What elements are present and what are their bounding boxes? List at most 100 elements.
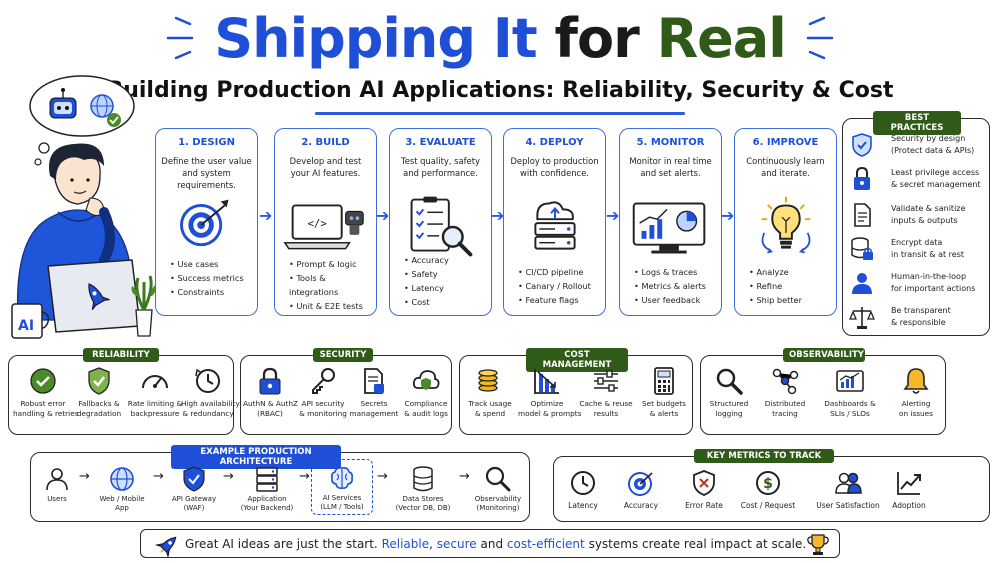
- architecture-panel: EXAMPLE PRODUCTION ARCHITECTURE Users → …: [30, 445, 530, 522]
- developer-illustration: [11, 75, 157, 339]
- architecture-line1: Web / Mobile: [99, 495, 145, 503]
- step-list-item: Ship better: [749, 293, 802, 307]
- step-description: Define the user value and system require…: [161, 156, 252, 190]
- subtitle: Building Production AI Applications: Rel…: [106, 78, 894, 103]
- architecture-line1: Users: [47, 495, 67, 503]
- architecture-line1: Data Stores: [402, 495, 444, 503]
- metric-label: Error Rate: [685, 501, 723, 510]
- observability-item: Alerting on issues: [887, 366, 945, 419]
- step-list-item: Canary / Rollout: [518, 279, 590, 293]
- observability-line2: tracing: [772, 409, 798, 418]
- architecture-node: Users: [37, 465, 77, 504]
- security-line2: (RBAC): [257, 409, 283, 418]
- checklist-icon: [410, 196, 473, 257]
- metric-item: Adoption: [884, 469, 934, 510]
- page-title: Shipping It for Real: [0, 4, 1000, 74]
- sliders-icon: [594, 370, 618, 392]
- step-list-item: Analyze: [749, 265, 802, 279]
- arrow-right-icon: ➔: [259, 206, 273, 225]
- best-practice-line1: Least privilege access: [891, 168, 980, 177]
- step-list-item: Unit & E2E tests: [289, 299, 376, 313]
- thought-cloud-icon: [29, 75, 135, 166]
- dashboard-icon: [632, 202, 706, 254]
- magnifier-icon: [485, 466, 511, 492]
- step-list-item: Logs & traces: [634, 265, 706, 279]
- architecture-node: API Gateway (WAF): [165, 465, 223, 513]
- shield-icon: [183, 466, 205, 492]
- step-description: Continuously learn and iterate.: [746, 156, 825, 178]
- reliability-panel: RELIABILITY Robust error handling & retr…: [8, 348, 240, 435]
- shield-check-icon: [88, 367, 110, 395]
- calculator-icon: [654, 367, 674, 395]
- cost-line1: Cache & reuse: [579, 399, 633, 408]
- svg-text:$: $: [763, 476, 773, 492]
- best-practice-item: Least privilege access & secret managemen…: [847, 165, 987, 195]
- architecture-node: Data Stores (Vector DB, DB): [391, 465, 455, 513]
- step-title: 1. DESIGN: [178, 137, 235, 148]
- architecture-line2: (WAF): [183, 504, 205, 512]
- best-practice-item: Be transparent& responsible: [847, 303, 987, 333]
- best-practice-item: Security by design(Protect data & APIs): [847, 131, 987, 161]
- rocket-icon: [155, 536, 177, 558]
- arrow-right-icon: →: [223, 469, 234, 484]
- observability-panel: OBSERVABILITY Structured logging Distrib…: [700, 348, 946, 435]
- cost-item: Set budgets & alerts: [636, 366, 692, 419]
- users-icon: [835, 472, 862, 494]
- dashboard-chart-icon: [836, 370, 864, 392]
- metric-item: User Satisfaction: [808, 469, 888, 510]
- footer-highlight-secure: secure: [436, 537, 477, 551]
- cost-line1: Set budgets: [642, 399, 686, 408]
- best-practice-line2: & secret management: [891, 180, 981, 189]
- footer-highlight-cost-efficient: cost-efficient: [506, 537, 585, 551]
- architecture-line2: (Your Backend): [240, 504, 294, 512]
- subtitle-underline: [315, 112, 685, 115]
- reliability-item: Robust error handling & retries: [13, 366, 79, 419]
- metric-item: Latency: [558, 469, 608, 510]
- lightbulb-icon: [761, 196, 811, 254]
- clock-icon: [571, 471, 595, 495]
- footer-text: Great AI ideas are just the start. Relia…: [185, 537, 806, 551]
- key-icon: [312, 368, 335, 394]
- step-description: Deploy to production with confidence.: [510, 156, 599, 178]
- arrow-right-icon: →: [377, 469, 388, 484]
- svg-text:</>: </>: [307, 217, 327, 230]
- reliability-line1: High availability: [181, 399, 240, 408]
- reliability-item: Fallbacks & degradation: [73, 366, 125, 419]
- security-line2: & monitoring: [299, 409, 347, 418]
- best-practice-line1: Human-in-the-loop: [891, 272, 967, 281]
- cost-line1: Track usage: [468, 399, 512, 408]
- arrow-right-icon: →: [299, 469, 310, 484]
- metric-item: Error Rate: [676, 469, 732, 510]
- architecture-node: Observability (Monitoring): [467, 465, 529, 513]
- database-icon: [413, 466, 433, 492]
- cost-line2: model & prompts: [518, 409, 582, 418]
- arrow-right-icon: ➔: [376, 206, 390, 225]
- target-icon: [180, 199, 229, 247]
- step-description: Test quality, safety and performance.: [401, 156, 480, 178]
- secret-document-icon: [364, 368, 384, 394]
- step-list-item: Refine: [749, 279, 802, 293]
- step-title: 5. MONITOR: [636, 137, 705, 148]
- step-title: 4. DEPLOY: [525, 137, 584, 148]
- cost-management-label: COST MANAGEMENT: [526, 348, 628, 372]
- arrow-right-icon: →: [79, 469, 90, 484]
- metric-label: Adoption: [892, 501, 926, 510]
- scales-icon: [849, 307, 875, 329]
- reliability-label: RELIABILITY: [83, 348, 159, 362]
- architecture-node-ai: AI Services (LLM / Tools): [311, 459, 373, 515]
- step-design: 1. DESIGN Define the user value and syst…: [155, 128, 258, 316]
- observability-item: Dashboards & SLIs / SLOs: [817, 366, 883, 419]
- coins-icon: [478, 369, 498, 392]
- observability-line1: Alerting: [901, 399, 931, 408]
- step-title: 2. BUILD: [301, 137, 350, 148]
- step-list-item: Cost: [404, 295, 449, 309]
- footer-separator: and: [480, 537, 504, 551]
- reliability-line2: degradation: [76, 409, 122, 418]
- mug-badge: AI: [18, 318, 35, 334]
- cost-line2: results: [593, 409, 619, 418]
- footer-part-1: Great AI ideas are just the start.: [185, 537, 378, 551]
- dollar-icon: $: [756, 471, 780, 495]
- architecture-line1: Observability: [474, 495, 522, 503]
